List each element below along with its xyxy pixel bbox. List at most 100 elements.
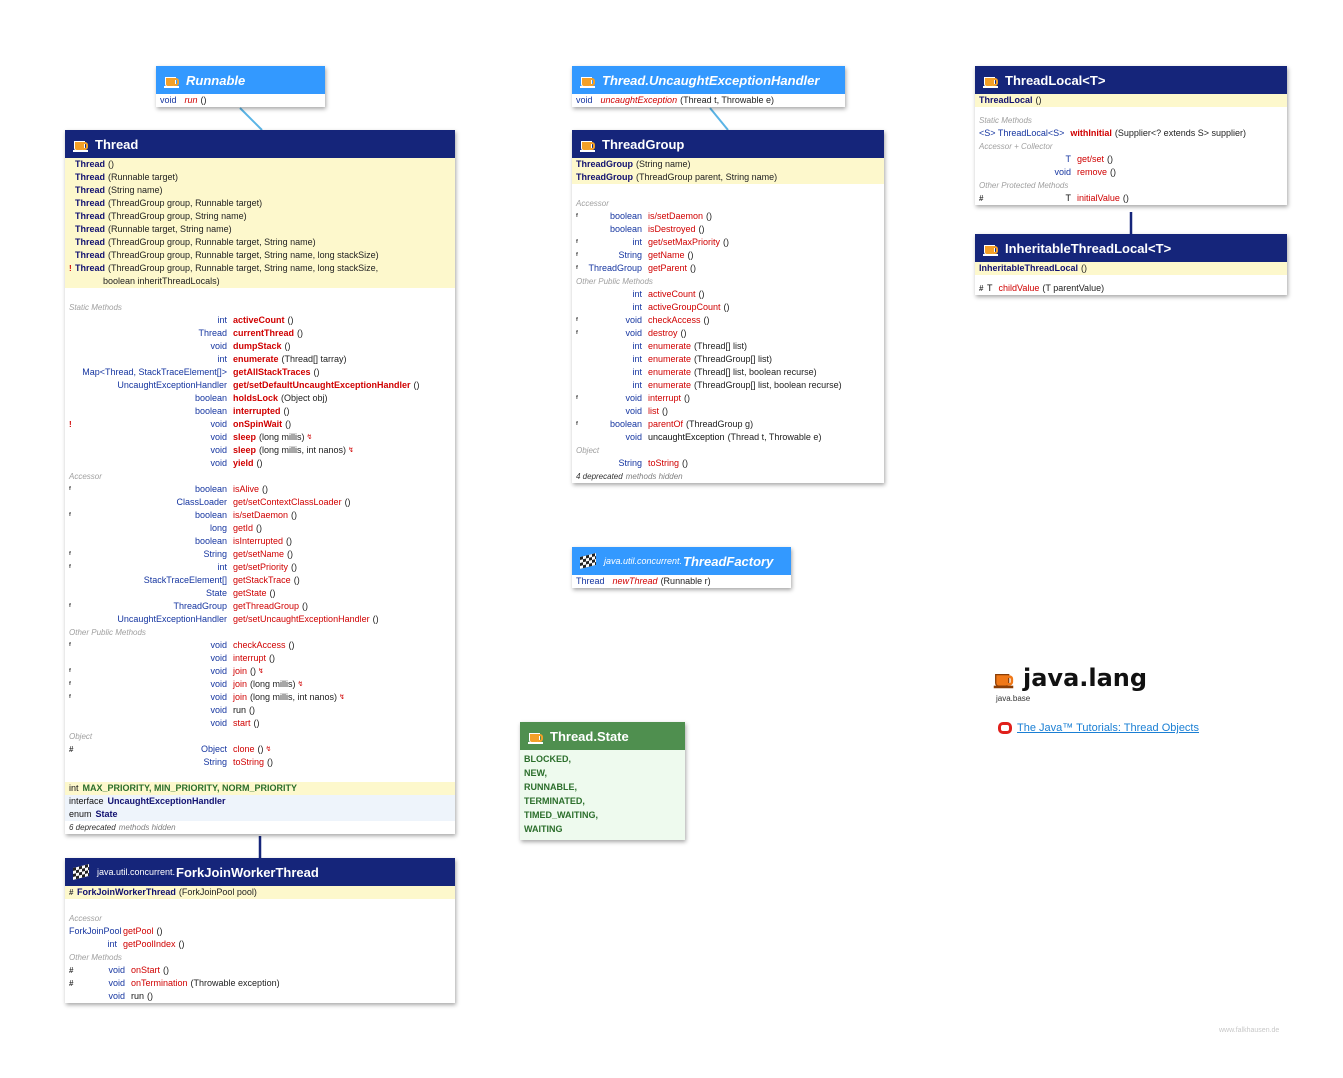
- method-name[interactable]: run: [233, 705, 247, 715]
- enum-constant[interactable]: WAITING: [524, 824, 563, 834]
- thread-header[interactable]: Thread: [65, 130, 455, 158]
- constructor-name[interactable]: Thread: [75, 185, 106, 195]
- constructor-name[interactable]: Thread: [75, 159, 106, 169]
- field-names[interactable]: MAX_PRIORITY, MIN_PRIORITY, NORM_PRIORIT…: [82, 783, 298, 793]
- method-name[interactable]: enumerate: [648, 367, 692, 377]
- threadgroup-header[interactable]: ThreadGroup: [572, 130, 884, 158]
- forkjoinworkerthread-header[interactable]: java.util.concurrent. ForkJoinWorkerThre…: [65, 858, 455, 886]
- enum-constant[interactable]: RUNNABLE,: [524, 782, 577, 792]
- method-row[interactable]: # T initialValue (): [975, 192, 1287, 205]
- method-name[interactable]: join: [233, 666, 248, 676]
- method-name[interactable]: sleep: [233, 445, 257, 455]
- tutorial-link[interactable]: The Java™ Tutorials: Thread Objects: [1017, 722, 1199, 734]
- method-name[interactable]: getStackTrace: [233, 575, 291, 585]
- constructor-row[interactable]: Thread(ThreadGroup group, String name): [65, 210, 455, 223]
- constructor-row[interactable]: Thread(ThreadGroup group, Runnable targe…: [65, 197, 455, 210]
- method-name[interactable]: join: [233, 692, 248, 702]
- method-name[interactable]: is/setDaemon: [648, 211, 704, 221]
- method-name[interactable]: run: [184, 95, 198, 105]
- method-name[interactable]: get/setMaxPriority: [648, 237, 721, 247]
- inner-name[interactable]: UncaughtExceptionHandler: [107, 796, 226, 806]
- method-row[interactable]: # T childValue (T parentValue): [975, 282, 1287, 295]
- forkjoinworkerthread-box[interactable]: java.util.concurrent. ForkJoinWorkerThre…: [65, 858, 455, 1003]
- method-name[interactable]: list: [648, 406, 659, 416]
- enum-constant[interactable]: TERMINATED,: [524, 796, 585, 806]
- method-name[interactable]: newThread: [612, 576, 658, 586]
- threadlocal-header[interactable]: ThreadLocal<T>: [975, 66, 1287, 94]
- method-row[interactable]: <S> ThreadLocal<S> withInitial (Supplier…: [975, 127, 1287, 140]
- constructor-row[interactable]: ThreadGroup (ThreadGroup parent, String …: [572, 171, 884, 184]
- method-row[interactable]: StackTraceElement[]getStackTrace(): [65, 574, 455, 587]
- constructor-name[interactable]: Thread: [75, 211, 106, 221]
- threadfactory-header[interactable]: java.util.concurrent. ThreadFactory: [572, 547, 791, 575]
- method-name[interactable]: getPool: [123, 926, 154, 936]
- inheritable-threadlocal-header[interactable]: InheritableThreadLocal<T>: [975, 234, 1287, 262]
- constructor-row[interactable]: Thread(ThreadGroup group, Runnable targe…: [65, 249, 455, 262]
- inner-type-row[interactable]: interface UncaughtExceptionHandler: [65, 795, 455, 808]
- method-name[interactable]: getState: [233, 588, 267, 598]
- thread-box[interactable]: Thread Thread()Thread(Runnable target)Th…: [65, 130, 455, 834]
- constructor-row[interactable]: Thread(String name): [65, 184, 455, 197]
- method-name[interactable]: childValue: [998, 283, 1040, 293]
- uncaught-handler-header[interactable]: Thread.UncaughtExceptionHandler: [572, 66, 845, 94]
- constructor-name[interactable]: Thread: [75, 198, 106, 208]
- method-name[interactable]: withInitial: [1070, 128, 1112, 138]
- method-name[interactable]: isDestroyed: [648, 224, 696, 234]
- threadgroup-box[interactable]: ThreadGroup ThreadGroup (String name) Th…: [572, 130, 884, 483]
- fields-row[interactable]: int MAX_PRIORITY, MIN_PRIORITY, NORM_PRI…: [65, 782, 455, 795]
- thread-state-header[interactable]: Thread.State: [520, 722, 685, 750]
- method-name[interactable]: onStart: [131, 965, 161, 975]
- runnable-header[interactable]: Runnable: [156, 66, 325, 94]
- constructor-row[interactable]: Thread(Runnable target): [65, 171, 455, 184]
- thread-state-box[interactable]: Thread.State BLOCKED,NEW,RUNNABLE,TERMIN…: [520, 722, 685, 840]
- method-name[interactable]: getParent: [648, 263, 688, 273]
- constructor-name[interactable]: ThreadLocal: [979, 95, 1033, 105]
- method-name[interactable]: uncaughtException: [648, 432, 725, 442]
- constructor-row[interactable]: # ForkJoinWorkerThread (ForkJoinPool poo…: [65, 886, 455, 899]
- constructor-name[interactable]: Thread: [75, 250, 106, 260]
- inner-name[interactable]: State: [95, 809, 118, 819]
- method-name[interactable]: isAlive: [233, 484, 260, 494]
- constructor-row[interactable]: InheritableThreadLocal (): [975, 262, 1287, 275]
- method-name[interactable]: enumerate: [648, 354, 692, 364]
- method-name[interactable]: join: [233, 679, 248, 689]
- constructor-row[interactable]: Thread(Runnable target, String name): [65, 223, 455, 236]
- method-name[interactable]: sleep: [233, 432, 257, 442]
- method-name[interactable]: clone: [233, 744, 255, 754]
- method-name[interactable]: getName: [648, 250, 685, 260]
- constructor-row[interactable]: Thread(ThreadGroup group, Runnable targe…: [65, 236, 455, 249]
- method-name[interactable]: interrupt: [648, 393, 682, 403]
- method-name[interactable]: activeCount: [233, 315, 285, 325]
- method-name[interactable]: getId: [233, 523, 254, 533]
- method-name[interactable]: getPoolIndex: [123, 939, 176, 949]
- method-name[interactable]: getThreadGroup: [233, 601, 300, 611]
- constructor-name[interactable]: Thread: [75, 237, 106, 247]
- threadlocal-box[interactable]: ThreadLocal<T> ThreadLocal () Static Met…: [975, 66, 1287, 205]
- method-name[interactable]: activeGroupCount: [648, 302, 721, 312]
- method-name[interactable]: remove: [1077, 167, 1108, 177]
- inheritable-threadlocal-box[interactable]: InheritableThreadLocal<T> InheritableThr…: [975, 234, 1287, 295]
- method-name[interactable]: is/setDaemon: [233, 510, 289, 520]
